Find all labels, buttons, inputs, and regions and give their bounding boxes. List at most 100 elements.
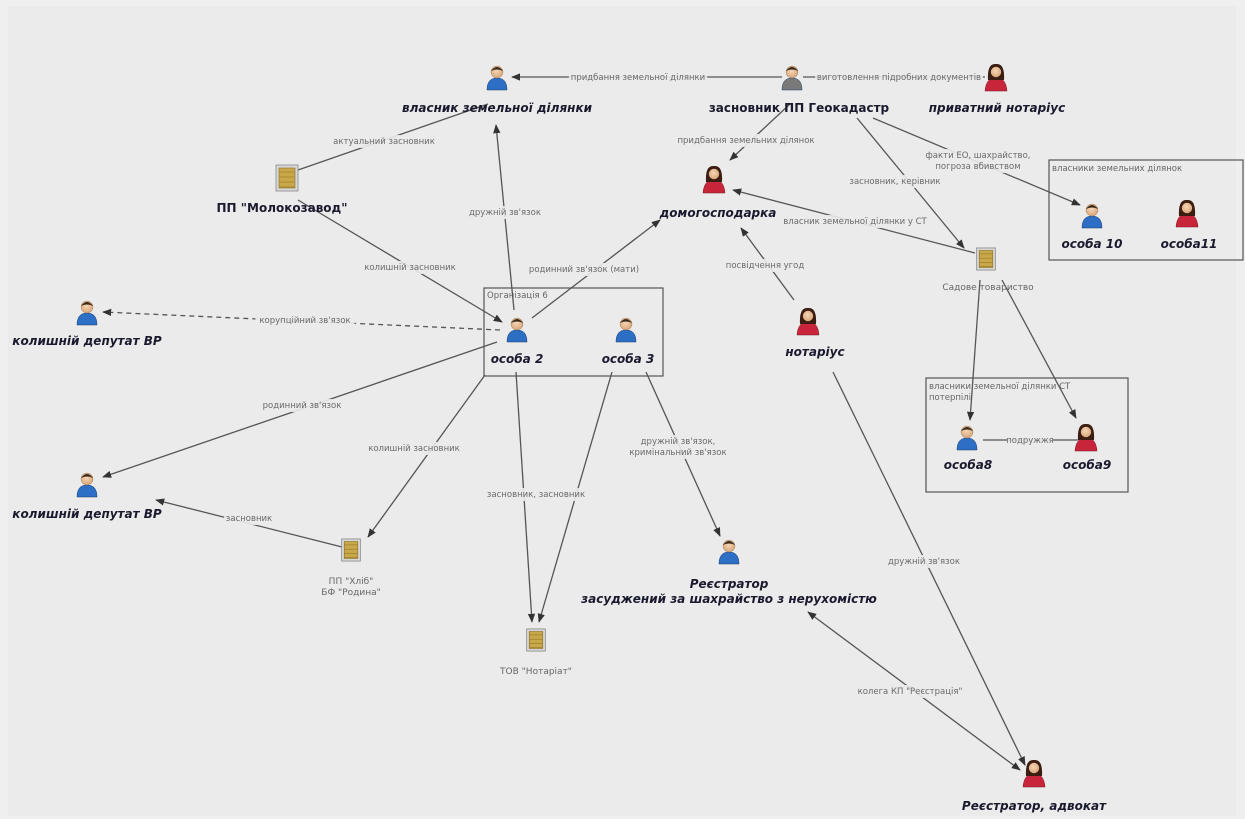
nodes: власник земельної ділянки засновник ПП Ге… xyxy=(12,63,1218,813)
svg-text:колишній засновник: колишній засновник xyxy=(364,263,456,273)
svg-text:корупційний зв'язок: корупційний зв'язок xyxy=(259,316,350,326)
male-person-icon xyxy=(1081,203,1103,229)
svg-text:актуальний засновник: актуальний засновник xyxy=(333,137,435,147)
node-label-domohospodarka: домогосподарка xyxy=(659,206,777,220)
edge-label-e5: факти ЕО, шахрайство,погроза вбивством xyxy=(923,149,1033,173)
svg-text:дружній зв'язок: дружній зв'язок xyxy=(888,557,960,567)
node-label-pp_khlib: ПП "Хліб" xyxy=(329,577,374,587)
female-person-icon xyxy=(984,63,1008,92)
female-person-icon xyxy=(1175,199,1199,228)
edge-labels: придбання земельної ділянки виготовлення … xyxy=(223,71,1054,698)
node-notarius_pryvatnyi[interactable]: приватний нотаріус xyxy=(929,63,1065,115)
node-label2-pp_khlib: БФ "Родина" xyxy=(321,588,380,598)
group-vlasnyky10: власники земельних ділянок xyxy=(1048,159,1244,261)
node-reiestrator_advokat[interactable]: Реєстратор, адвокат xyxy=(962,759,1107,813)
node-deputat2[interactable]: колишній депутат ВР xyxy=(12,472,162,521)
svg-text:засновник: засновник xyxy=(226,514,272,524)
male-person-icon xyxy=(615,317,637,343)
node-label-osoba9: особа9 xyxy=(1063,458,1111,472)
edge-sadove-osoba9 xyxy=(1001,279,1077,419)
svg-text:факти ЕО, шахрайство,: факти ЕО, шахрайство, xyxy=(926,151,1031,161)
node-label-osoba11: особа11 xyxy=(1161,237,1218,251)
male-person-icon xyxy=(76,472,98,498)
node-deputat1[interactable]: колишній депутат ВР xyxy=(12,300,162,348)
svg-text:погроза вбивством: погроза вбивством xyxy=(935,162,1020,172)
building-icon xyxy=(526,628,546,652)
node-label-vlasnyk: власник земельної ділянки xyxy=(402,101,593,115)
node-domohospodarka[interactable]: домогосподарка xyxy=(659,165,777,220)
male-person-icon xyxy=(781,65,803,91)
node-pp_khlib[interactable]: ПП "Хліб"БФ "Родина" xyxy=(321,538,381,598)
edge-label-e8: власник земельної ділянки у СТ xyxy=(778,215,932,228)
node-osoba8[interactable]: особа8 xyxy=(944,425,992,472)
edge-label-e12: корупційний зв'язок xyxy=(255,314,355,327)
svg-text:родинний зв'язок: родинний зв'язок xyxy=(263,401,342,411)
building-icon xyxy=(275,164,299,192)
edge-label-e13: родинний зв'язок xyxy=(259,399,345,412)
edge-label-e19: дружній зв'язок xyxy=(884,555,964,568)
node-label-notarius: нотаріус xyxy=(785,345,844,359)
node-osoba9[interactable]: особа9 xyxy=(1063,423,1111,472)
node-label-sadove: Садове товариство xyxy=(942,283,1034,293)
edge-label-e3: актуальний засновник xyxy=(332,135,436,148)
edge-label-e15: засновник, засновник xyxy=(484,488,588,501)
male-person-icon xyxy=(718,539,740,565)
node-zasnovnyk[interactable]: засновник ПП Геокадастр xyxy=(709,65,890,115)
node-osoba11[interactable]: особа11 xyxy=(1161,199,1218,251)
node-osoba2[interactable]: особа 2 xyxy=(491,317,544,366)
node-label-reiestrator: Реєстратор xyxy=(690,577,769,591)
node-osoba10[interactable]: особа 10 xyxy=(1062,203,1123,251)
node-sadove[interactable]: Садове товариство xyxy=(942,247,1034,293)
node-label-osoba2: особа 2 xyxy=(491,352,544,366)
building-icon xyxy=(341,538,361,562)
edge-label-e4: придбання земельних ділянок xyxy=(676,134,816,147)
edge-e14 xyxy=(367,374,486,538)
node-label-molokozavod: ПП "Молокозавод" xyxy=(217,201,348,215)
node-label-zasnovnyk: засновник ПП Геокадастр xyxy=(709,101,890,115)
node-label-notarius_pryvatnyi: приватний нотаріус xyxy=(929,101,1065,115)
svg-text:дружній зв'язок,: дружній зв'язок, xyxy=(641,437,716,447)
node-label2-reiestrator: засуджений за шахрайство з нерухомістю xyxy=(580,592,877,606)
building-icon xyxy=(976,247,996,271)
svg-text:засновник, керівник: засновник, керівник xyxy=(849,177,940,187)
svg-text:дружній зв'язок: дружній зв'язок xyxy=(469,208,541,218)
edge-label-e1: придбання земельної ділянки xyxy=(568,71,708,84)
node-label-deputat1: колишній депутат ВР xyxy=(12,334,162,348)
edge-label-e16: дружній зв'язок,кримінальний зв'язок xyxy=(626,435,730,459)
svg-text:засновник, засновник: засновник, засновник xyxy=(487,490,585,500)
node-label-deputat2: колишній депутат ВР xyxy=(12,507,162,521)
node-notarius[interactable]: нотаріус xyxy=(785,307,845,359)
group-poterpili: власники земельної ділянки СТ потерпілі xyxy=(925,377,1129,493)
male-person-icon xyxy=(506,317,528,343)
diagram-background xyxy=(8,6,1236,816)
female-person-icon xyxy=(1074,423,1098,452)
node-tov[interactable]: ТОВ "Нотаріат" xyxy=(499,628,572,677)
svg-text:власник земельної ділянки у СТ: власник земельної ділянки у СТ xyxy=(783,217,927,227)
edge-label-e6: дружній зв'язок xyxy=(465,206,545,219)
edge-label-e20: колега КП "Реєстрація" xyxy=(853,685,967,698)
node-molokozavod[interactable]: ПП "Молокозавод" xyxy=(217,164,348,215)
node-vlasnyk[interactable]: власник земельної ділянки xyxy=(402,65,593,115)
edge-label-e7: засновник, керівник xyxy=(845,175,945,188)
group-poterpili-label: власники земельної ділянки СТ xyxy=(929,382,1071,392)
edge-e19 xyxy=(832,371,1026,766)
female-person-icon xyxy=(702,165,726,194)
group-vlasnyky10-label: власники земельних ділянок xyxy=(1052,164,1182,174)
edge-label-e17: подружжя xyxy=(1006,434,1054,447)
edge-label-e2: виготовлення підробних документів xyxy=(815,71,983,84)
edge-label-e11: посвідчення угод xyxy=(722,259,808,272)
edge-label-e9: колишній засновник xyxy=(362,261,458,274)
edge-label-e18: засновник xyxy=(223,512,275,525)
group-poterpili-label2: потерпілі xyxy=(929,393,971,403)
male-person-icon xyxy=(486,65,508,91)
female-person-icon xyxy=(1022,759,1046,788)
node-label-tov: ТОВ "Нотаріат" xyxy=(499,667,572,677)
node-label-osoba3: особа 3 xyxy=(602,352,655,366)
svg-text:подружжя: подружжя xyxy=(1006,436,1054,446)
node-osoba3[interactable]: особа 3 xyxy=(602,317,655,366)
svg-text:родинний зв'язок (мати): родинний зв'язок (мати) xyxy=(529,265,639,275)
edge-label-e14: колишній засновник xyxy=(366,442,462,455)
